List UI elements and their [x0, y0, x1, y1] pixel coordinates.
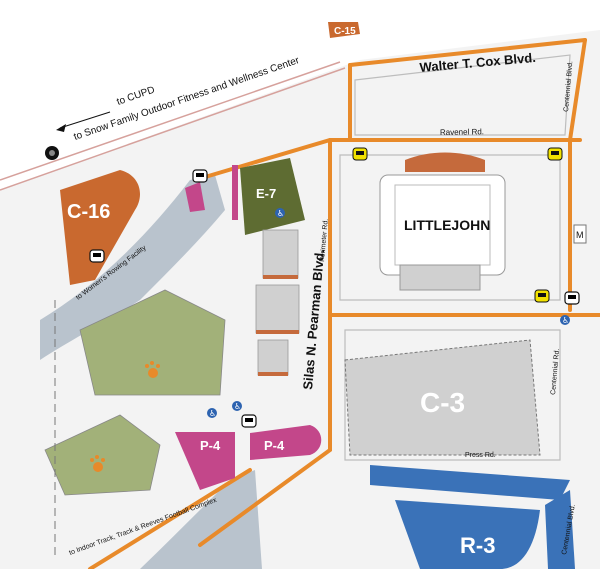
ada-icon: ♿	[560, 315, 570, 325]
building-2	[255, 284, 300, 334]
building-littlejohn[interactable]: LITTLEJOHN	[379, 152, 506, 291]
lot-r3-label: R-3	[460, 533, 495, 558]
lot-p4b-label: P-4	[264, 438, 285, 453]
bus-icon	[547, 147, 563, 161]
road-bottom-diag	[88, 468, 252, 569]
lot-p4a-label: P-4	[200, 438, 221, 453]
road-centennial-mid-label: Centennial Rd.	[550, 348, 561, 395]
road-press	[198, 313, 332, 547]
lake	[140, 470, 262, 569]
tiger-paw-icon	[90, 455, 105, 472]
lot-e7-label: E-7	[256, 186, 276, 201]
ada-icon: ♿	[275, 208, 285, 218]
building-3	[257, 339, 289, 376]
bus-icon	[89, 249, 105, 263]
lot-r3[interactable]: R-3	[370, 465, 575, 569]
lot-c16[interactable]: C-16	[60, 170, 140, 285]
lot-c16-label: C-16	[67, 201, 110, 223]
road-ravenel-label: Ravenel Rd.	[440, 127, 484, 137]
svg-text:♿: ♿	[562, 316, 569, 325]
field-bottom	[44, 414, 161, 496]
road-press-label: Press Rd.	[465, 452, 496, 459]
bus-icon	[534, 289, 550, 303]
road-perimeter-label: Perimeter Rd.	[319, 218, 330, 262]
lot-c3[interactable]: C-3	[344, 339, 541, 456]
bus-icon	[192, 169, 208, 183]
road-line-top	[0, 61, 341, 181]
tiger-paw-icon	[145, 361, 160, 378]
lot-e7[interactable]: E-7	[232, 158, 305, 235]
road-centennial-right	[568, 38, 587, 312]
bus-icon	[352, 147, 368, 161]
lot-p4a[interactable]: P-4	[175, 432, 235, 490]
lot-p4b[interactable]: P-4	[250, 425, 322, 460]
m-marker: M	[573, 224, 587, 244]
lot-c15[interactable]: C-15	[328, 22, 360, 38]
river	[40, 175, 225, 360]
bus-icon	[564, 291, 580, 305]
svg-text:♿: ♿	[209, 409, 216, 418]
road-centennial-top-label: Centennial Blvd.	[563, 61, 574, 112]
littlejohn-label: LITTLEJOHN	[404, 217, 490, 233]
svg-text:♿: ♿	[277, 209, 284, 218]
lot-c3-label: C-3	[420, 387, 465, 418]
road-walter-cox	[348, 38, 587, 67]
svg-text:♿: ♿	[234, 402, 241, 411]
ada-icon: ♿	[232, 401, 242, 411]
police-badge-icon	[45, 146, 59, 160]
road-line-top2	[0, 67, 346, 191]
ada-icon: ♿	[207, 408, 217, 418]
building-1	[262, 229, 299, 279]
bus-icon	[241, 414, 257, 428]
lot-c15-label: C-15	[334, 26, 356, 37]
m-marker-label: M	[576, 230, 584, 240]
field-top	[79, 289, 226, 396]
lot-small-magenta	[185, 182, 205, 212]
